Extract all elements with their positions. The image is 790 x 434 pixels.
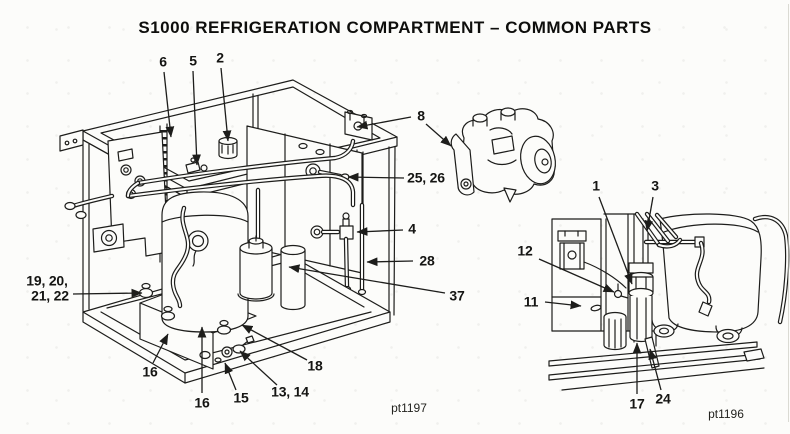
leader-5 <box>192 70 201 166</box>
drier-and-unloader-cluster <box>590 262 660 369</box>
callout-16a: 16 <box>142 363 158 380</box>
bracket-8 <box>344 111 373 141</box>
callout-8: 8 <box>417 107 425 124</box>
page-title: S1000 REFRIGERATION COMPARTMENT – COMMON… <box>138 18 652 37</box>
callout-12: 12 <box>517 242 533 259</box>
callout-6: 6 <box>159 53 167 70</box>
leader-25-26 <box>347 172 405 182</box>
callout-18: 18 <box>307 357 323 374</box>
callout-24: 24 <box>655 390 671 407</box>
callout-5: 5 <box>189 52 197 69</box>
scan-edge-artifact <box>788 4 789 422</box>
figure-code-right: pt1196 <box>708 407 744 421</box>
part8-detail-linework <box>450 107 556 203</box>
leader-24 <box>648 348 662 391</box>
callout-21-22: 21, 22 <box>31 287 69 304</box>
leader-28 <box>366 257 414 267</box>
leader-3 <box>644 196 654 232</box>
leader-1 <box>598 196 633 285</box>
callout-28: 28 <box>419 252 435 269</box>
callout-13-14: 13, 14 <box>271 383 309 400</box>
callout-15: 15 <box>233 389 249 406</box>
leader-8-assembly <box>356 116 412 130</box>
callout-37: 37 <box>449 287 465 304</box>
grommet-11 <box>590 304 602 312</box>
right-compressor-body <box>643 213 790 344</box>
callout-16b: 16 <box>194 394 210 411</box>
leader-11 <box>544 300 582 310</box>
leader-18 <box>241 324 308 361</box>
fitting-12 <box>613 289 623 299</box>
callout-4: 4 <box>408 220 416 237</box>
callout-11: 11 <box>523 293 539 310</box>
right-assembly-linework <box>548 211 790 391</box>
refrigerant-pipes <box>125 138 356 208</box>
left-assembly-linework <box>59 79 398 384</box>
leader-15 <box>224 362 237 391</box>
fitting-13-14 <box>221 346 233 358</box>
leader-19-22 <box>72 288 143 298</box>
compressor-body <box>138 191 249 335</box>
figure-code-left: pt1197 <box>391 401 427 415</box>
leader-13-14 <box>239 350 278 386</box>
leader-6 <box>163 71 175 138</box>
leader-8-detail <box>425 123 452 147</box>
leader-2 <box>220 67 232 142</box>
leader-lines <box>72 67 662 394</box>
leader-37 <box>288 264 446 294</box>
callout-1: 1 <box>592 177 600 194</box>
leader-4 <box>356 227 404 236</box>
callout-2: 2 <box>216 49 224 66</box>
callout-3: 3 <box>651 177 659 194</box>
callout-19-20: 19, 20, <box>26 272 68 289</box>
drier-17 <box>629 295 653 343</box>
callout-25-26: 25, 26 <box>407 169 445 186</box>
callout-17: 17 <box>629 395 645 412</box>
leader-16a <box>152 333 169 364</box>
leader-12 <box>538 258 615 293</box>
